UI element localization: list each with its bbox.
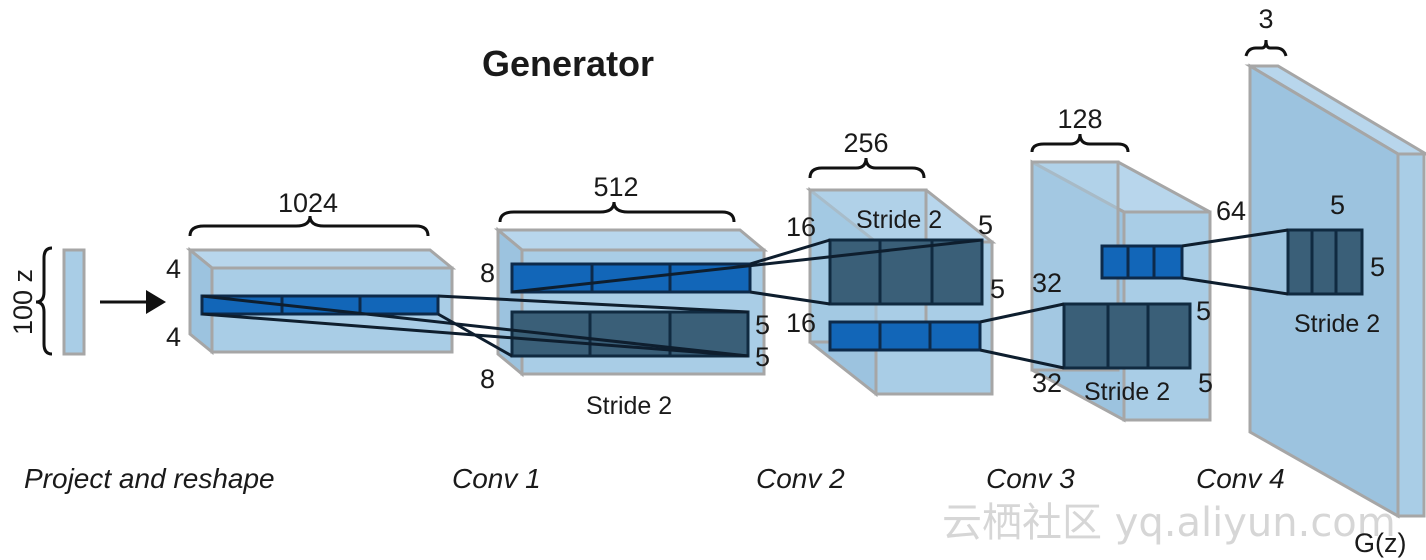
project-to-conv1-lines [201,294,749,358]
input-z-label: 100 z [8,269,38,335]
conv4-kernel: 5 5 [1286,190,1385,296]
conv1-kernel-w-label: 5 [755,342,770,372]
stage-project-label: Project and reshape [24,463,275,494]
conv4-kernel-h-label: 5 [1330,190,1345,220]
project-depth-label: 1024 [278,188,338,218]
conv2-stride-label: Stride 2 [856,206,942,234]
conv1-kernel-h-label: 5 [755,310,770,340]
conv3-width-label: 32 [1032,368,1062,398]
conv4-depth-label: 3 [1258,4,1273,34]
stage-conv1-label: Conv 1 [452,463,541,494]
conv3-depth-label: 128 [1057,104,1102,134]
conv4-stride-label: Stride 2 [1294,310,1380,338]
conv4-height-label: 64 [1216,196,1246,226]
stage-conv2-label: Conv 2 [756,463,845,494]
conv1-height-label: 8 [480,258,495,288]
conv1-block: 512 8 8 Stride 2 [480,172,769,420]
project-width-label: 4 [166,322,181,352]
conv1-to-conv2-lines [511,238,983,306]
input-z-vector: 100 z [8,246,86,356]
conv2-depth-label: 256 [843,128,888,158]
conv3-kernel-h-label: 5 [1196,296,1211,326]
conv1-width-label: 8 [480,364,495,394]
conv1-stride-label: Stride 2 [586,392,672,420]
project-block: 1024 4 4 [166,188,457,356]
conv2-kernel-w-label: 5 [990,274,1005,304]
conv3-slice [1100,244,1184,280]
stage-conv3-label: Conv 3 [986,463,1075,494]
project-slice [200,294,440,316]
diagram-title: Generator [482,43,654,84]
project-height-label: 4 [166,254,181,284]
watermark: 云栖社区 yq.aliyun.com [942,500,1396,546]
input-arrow [100,290,166,314]
conv2-width-label: 16 [786,308,816,338]
conv3-to-conv4-lines [1181,228,1289,296]
conv4-kernel-w-label: 5 [1370,252,1385,282]
output-label: G(z) [1354,528,1406,558]
conv2-to-conv3-lines [979,302,1065,370]
conv3-stride-label: Stride 2 [1084,378,1170,406]
conv3-kernel: 5 5 [1062,296,1213,398]
conv2-height-label: 16 [786,212,816,242]
conv2-slice [828,320,982,352]
conv2-kernel: 5 5 [828,210,1005,306]
conv3-height-label: 32 [1032,268,1062,298]
conv1-depth-label: 512 [593,172,638,202]
conv2-kernel-h-label: 5 [978,210,993,240]
stage-conv4-label: Conv 4 [1196,463,1285,494]
conv3-kernel-w-label: 5 [1198,368,1213,398]
